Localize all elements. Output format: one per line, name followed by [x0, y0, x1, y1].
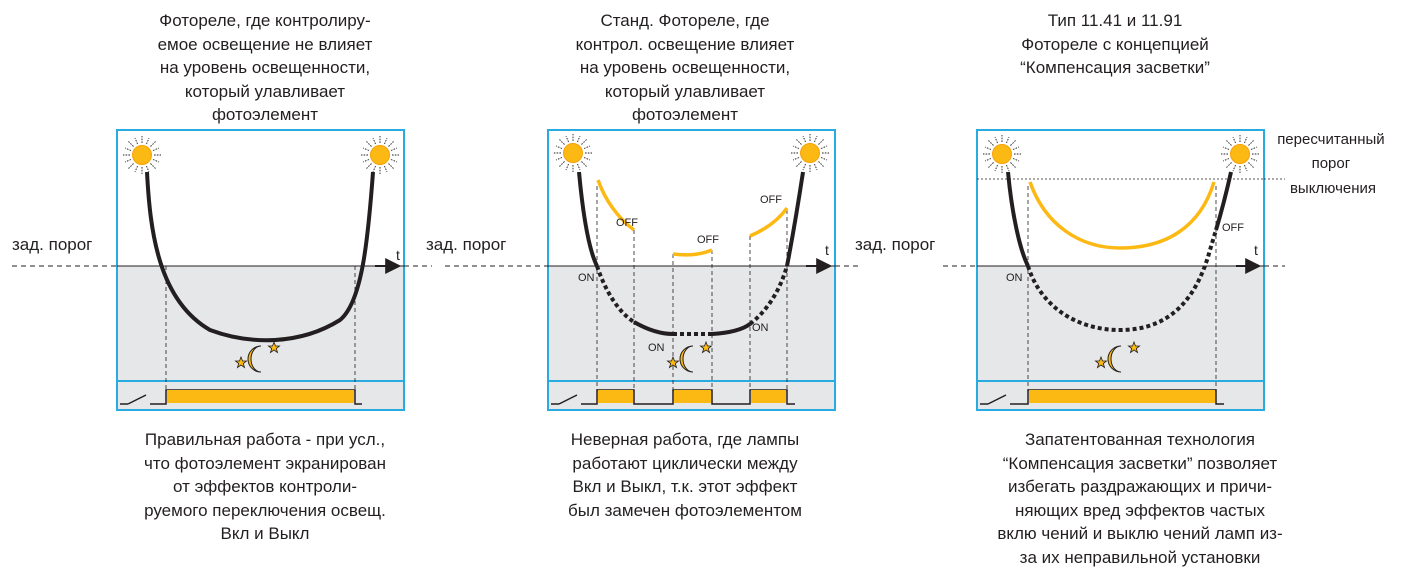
night-area — [548, 266, 835, 410]
time-label: t — [1254, 242, 1258, 258]
switch-icon — [980, 394, 1020, 405]
light-level-curve-masked — [595, 265, 636, 324]
time-label: t — [396, 247, 400, 263]
night-area — [977, 266, 1264, 410]
on-label: ON — [578, 272, 595, 284]
threshold-label: зад. порог — [855, 235, 935, 254]
light-level-curve — [577, 171, 599, 267]
time-label: t — [825, 242, 829, 258]
panel3-bottom-caption: Запатентованная технология “Компенсация … — [997, 430, 1283, 567]
lamp-light-curve — [749, 206, 789, 238]
sun-icon — [553, 133, 593, 173]
panel-3: t зад. порог пересчитанный порог выключе… — [855, 129, 1389, 411]
switch-icon — [120, 394, 160, 405]
switch-icon — [551, 394, 590, 405]
off-label: OFF — [697, 234, 719, 246]
lamp-light-curve — [672, 248, 713, 257]
panel2-bottom-caption: Неверная работа, где лампы работают цикл… — [568, 430, 802, 520]
sun-icon — [982, 134, 1022, 174]
light-level-curve — [633, 320, 674, 336]
relay-on-bar — [598, 390, 633, 403]
off-label: OFF — [1222, 222, 1244, 234]
sun-icon — [790, 133, 830, 173]
light-level-curve — [145, 171, 375, 343]
on-label: ON — [1006, 272, 1023, 284]
light-level-curve-masked — [748, 265, 789, 326]
relay-on-bar — [751, 390, 786, 403]
relay-on-bar — [1029, 390, 1215, 403]
light-level-curve — [711, 322, 752, 336]
panel-1: t зад. порог — [12, 129, 432, 411]
panel-frame — [547, 129, 836, 411]
lamp-light-curve — [1028, 181, 1216, 250]
light-level-curve — [1214, 171, 1233, 231]
on-label: ON — [752, 322, 769, 334]
light-level-curve-masked — [1026, 229, 1218, 333]
relay-on-bar — [167, 390, 354, 403]
relay-on-bar — [674, 390, 711, 403]
lamp-light-curve — [596, 179, 636, 232]
light-level-curve — [1006, 171, 1030, 267]
panel1-top-caption: Фотореле, где контролиру- емое освещение… — [157, 11, 373, 124]
panel-2: t зад. порог OFF OFF OFF ON ON ON — [426, 129, 860, 411]
on-label: ON — [648, 342, 665, 354]
sun-icon — [360, 135, 400, 175]
panel1-bottom-caption: Правильная работа - при усл., что фотоэл… — [144, 430, 386, 543]
sun-icon — [1220, 134, 1260, 174]
off-label: OFF — [760, 194, 782, 206]
panel-frame — [976, 129, 1265, 411]
recalculated-threshold-label: пересчитанный порог выключения — [1277, 131, 1389, 197]
light-level-curve — [785, 171, 805, 267]
panel3-top-caption: Тип 11.41 и 11.91 Фотореле с концепцией … — [1020, 11, 1210, 77]
panel2-top-caption: Станд. Фотореле, где контрол. освещение … — [575, 11, 795, 124]
off-label: OFF — [616, 217, 638, 229]
threshold-label: зад. порог — [12, 235, 92, 254]
sun-icon — [122, 135, 162, 175]
night-area — [117, 266, 404, 410]
panel-frame — [116, 129, 405, 411]
threshold-label: зад. порог — [426, 235, 506, 254]
